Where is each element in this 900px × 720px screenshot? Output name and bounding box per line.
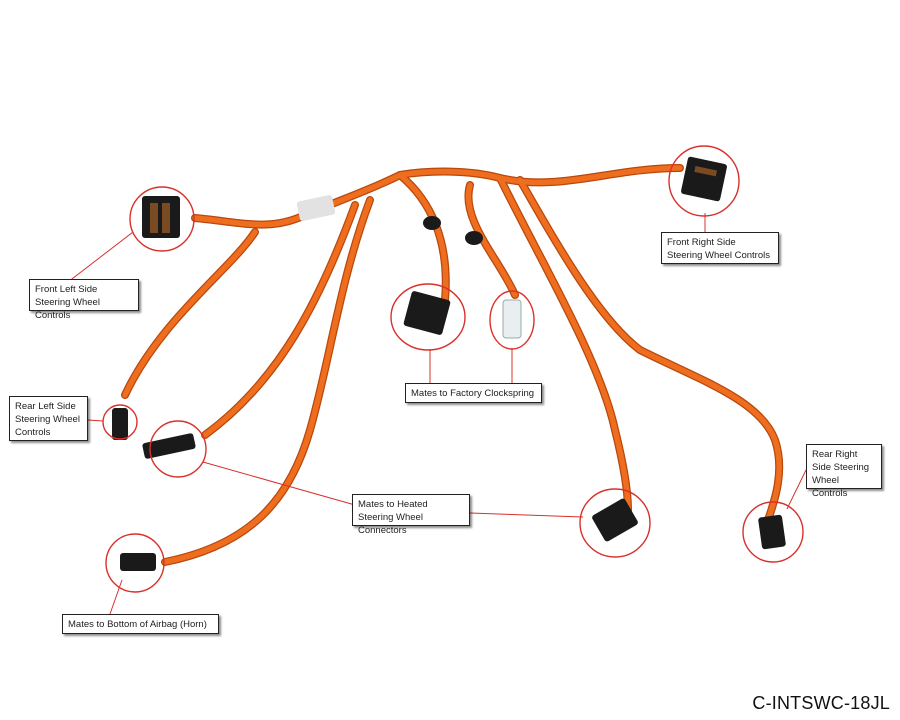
rear-right-callout-circle [742, 501, 804, 563]
heated-right-callout-circle [579, 488, 651, 558]
heated-left-connector [142, 433, 196, 459]
heated-label: Mates to Heated Steering Wheel Connector… [352, 494, 470, 536]
part-number: C-INTSWC-18JL [752, 693, 890, 713]
clockspring-black-callout-circle [390, 283, 466, 351]
harness-label-sleeve [296, 195, 336, 221]
rear-right-connector [758, 514, 786, 550]
front-left-connector [142, 196, 180, 238]
rear-right-label: Rear Right Side Steering Wheel Controls [806, 444, 882, 499]
rear-left-callout-circle [102, 404, 138, 440]
heated-right-connector [592, 498, 638, 542]
airbag-label: Mates to Bottom of Airbag (Horn) [62, 614, 219, 634]
clockspring-white-connector [502, 299, 522, 339]
front-left-callout-circle [129, 186, 195, 252]
clockspring-black-connector [403, 291, 451, 335]
callout-leaders [67, 213, 807, 615]
clockspring-white-callout-circle [489, 290, 535, 350]
clockspring-label: Mates to Factory Clockspring [405, 383, 542, 403]
callout-circles [102, 145, 804, 593]
heated-left-callout-circle [149, 420, 207, 478]
front-right-label: Front Right Side Steering Wheel Controls [661, 232, 779, 264]
rear-left-connector [112, 408, 128, 440]
front-left-label: Front Left Side Steering Wheel Controls [29, 279, 139, 321]
airbag-connector [120, 553, 156, 571]
rear-left-label: Rear Left Side Steering Wheel Controls [9, 396, 88, 441]
front-right-callout-circle [668, 145, 740, 217]
wire-clip-left [423, 216, 441, 230]
front-right-connector [681, 156, 727, 202]
airbag-callout-circle [105, 533, 165, 593]
wire-clip-right [465, 231, 483, 245]
